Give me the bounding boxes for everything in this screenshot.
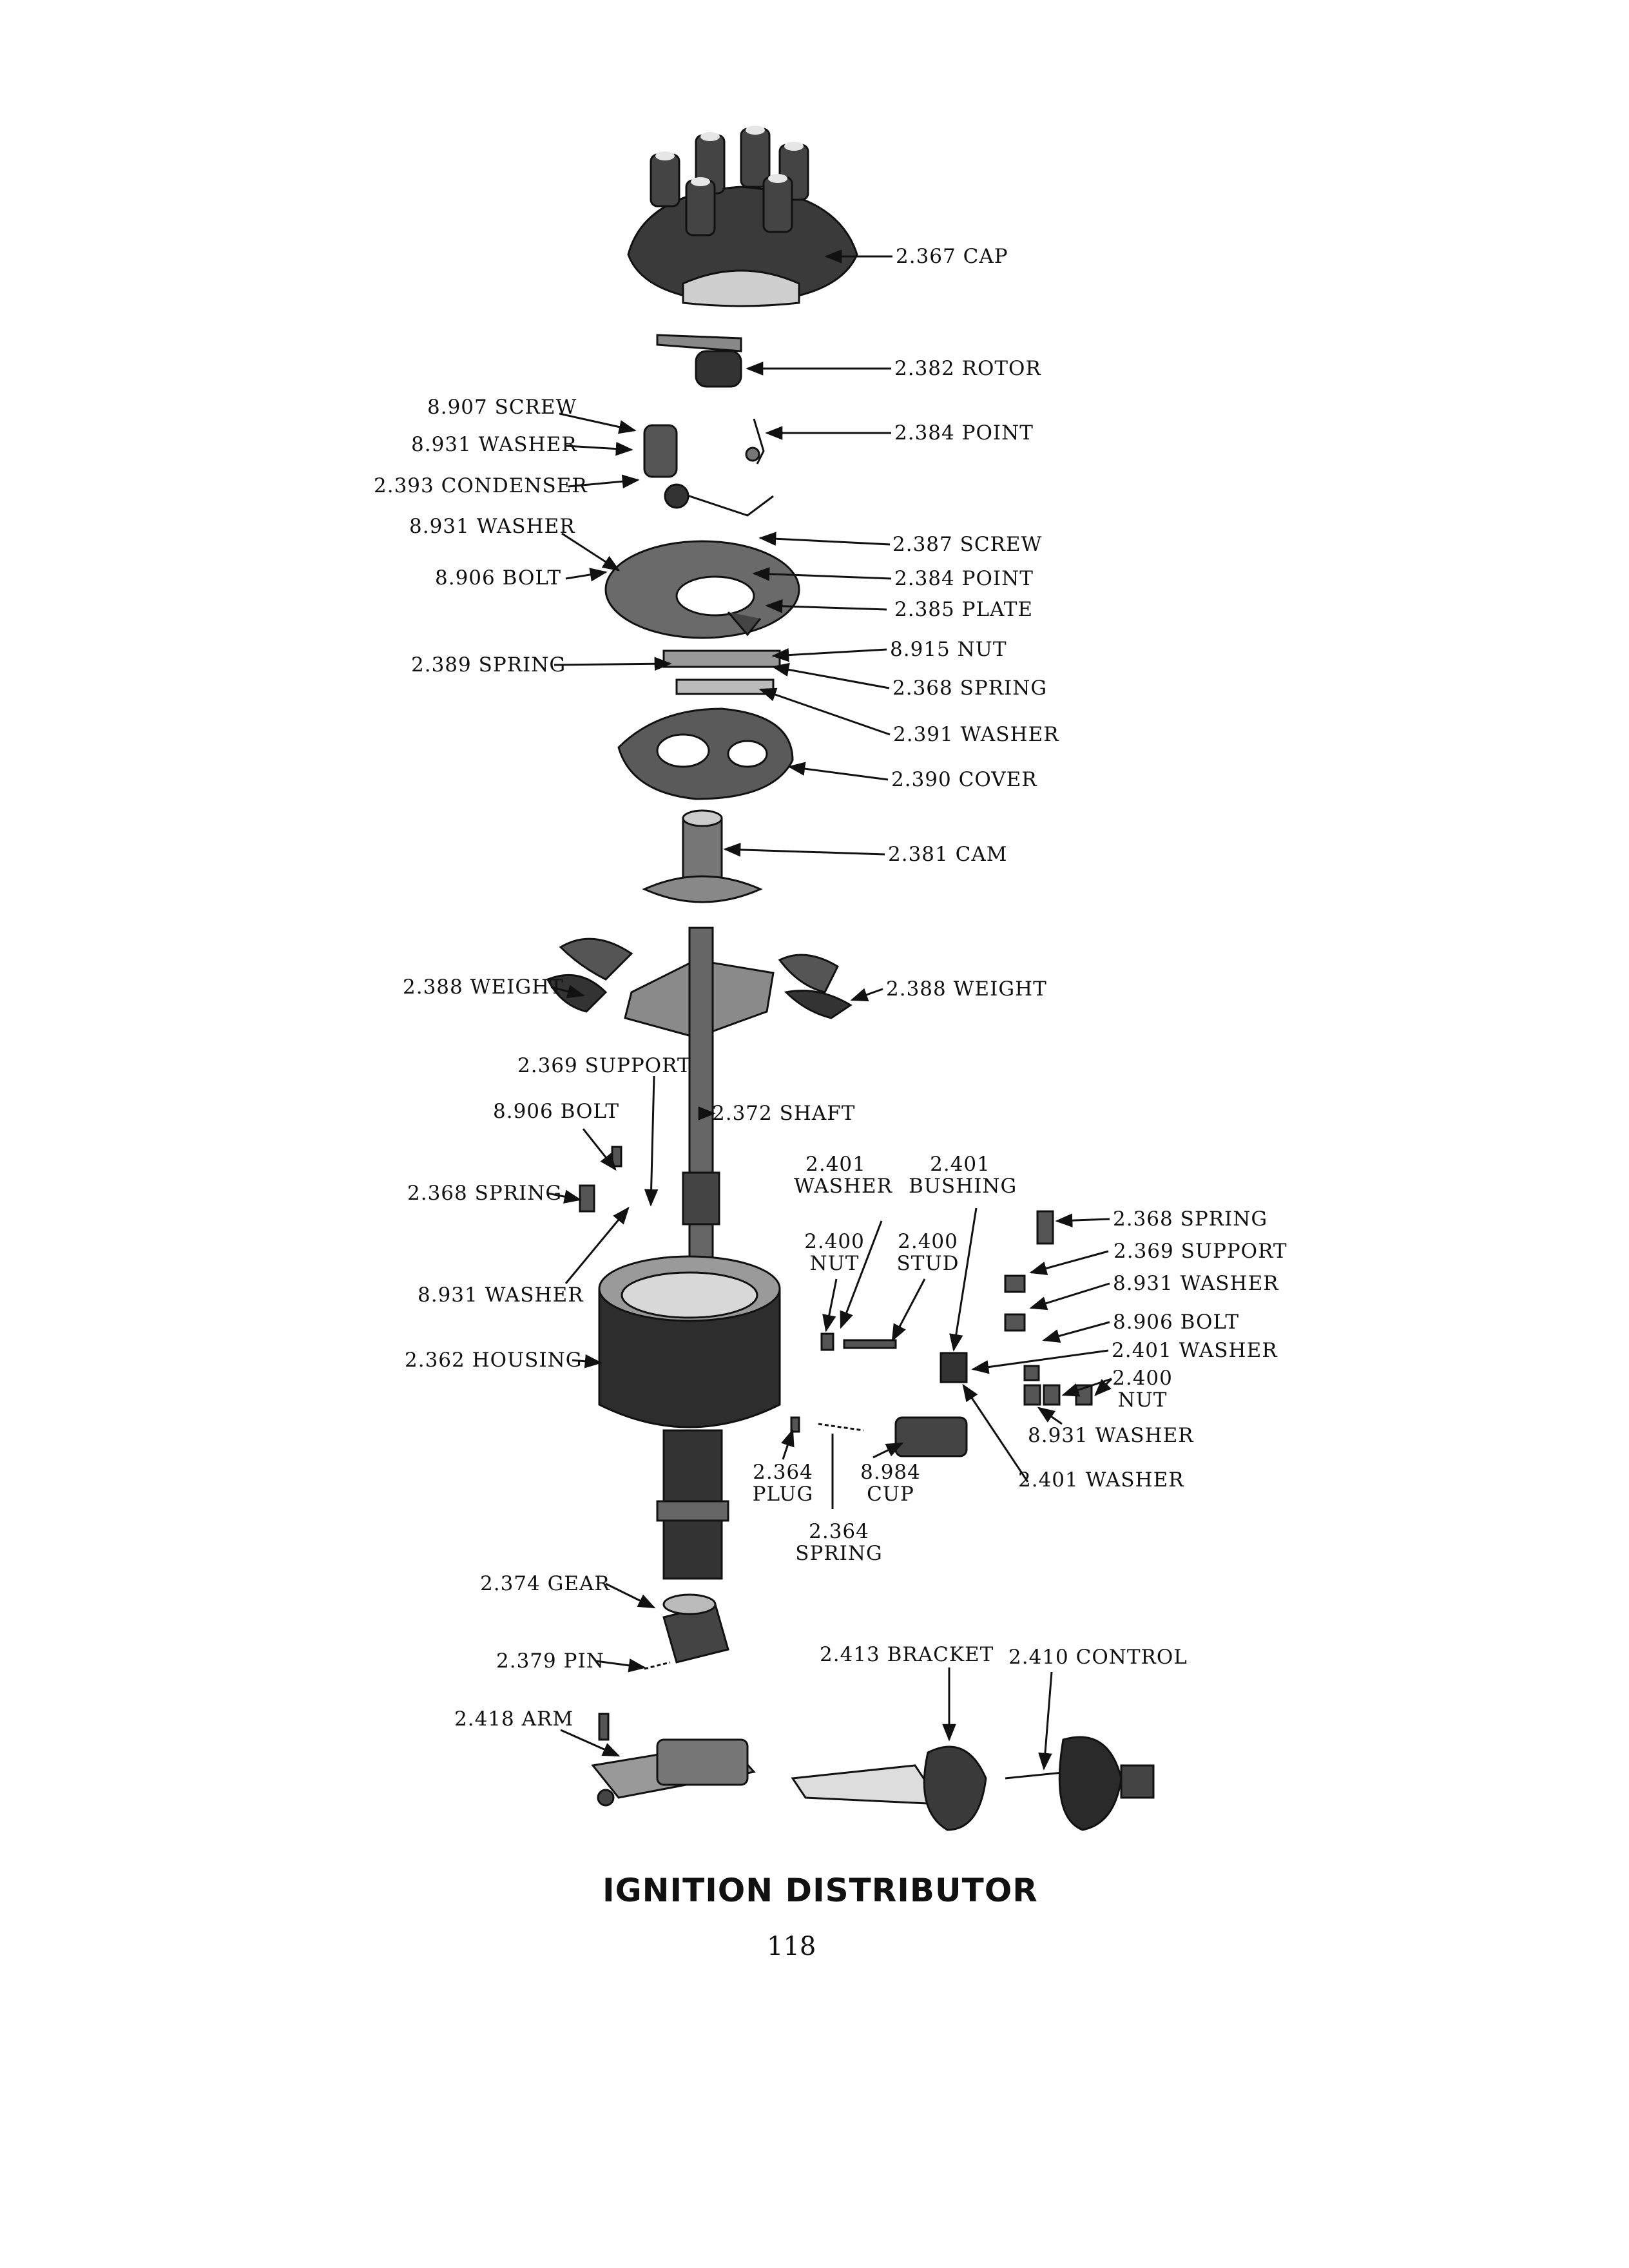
label-point-2384-b: 2.384 POINT — [894, 567, 1034, 590]
label-control-2410: 2.410 CONTROL — [1008, 1646, 1188, 1669]
label-nut-2400-b-number: 2.400 — [1112, 1367, 1173, 1390]
label-washer-2401-a: 2.401 WASHER — [794, 1153, 892, 1198]
label-bushing-2401-name: BUSHING — [909, 1175, 1017, 1198]
diagram-title: IGNITION DISTRIBUTOR — [602, 1872, 1038, 1909]
label-nut-8915: 8.915 NUT — [890, 638, 1007, 661]
label-nut-2400-a: 2.400 NUT — [799, 1231, 870, 1274]
label-screw-8907: 8.907 SCREW — [427, 396, 577, 419]
label-cup-8984-number: 8.984 — [860, 1461, 921, 1484]
label-nut-2400-a-name: NUT — [809, 1252, 860, 1275]
label-washer-8931-a: 8.931 WASHER — [411, 433, 577, 456]
label-bushing-2401-number: 2.401 — [930, 1153, 990, 1176]
cap-part — [627, 126, 858, 307]
label-spring-2368-a: 2.368 SPRING — [892, 677, 1048, 700]
label-support-2369-b: 2.369 SUPPORT — [1113, 1240, 1287, 1263]
label-nut-2400-a-number: 2.400 — [804, 1230, 865, 1253]
label-plug-2364: 2.364 PLUG — [744, 1461, 822, 1505]
label-spring-2364: 2.364 SPRING — [794, 1521, 884, 1564]
label-cup-8984: 8.984 CUP — [852, 1461, 929, 1505]
condenser-and-points-part — [643, 418, 774, 517]
label-bolt-8906-a: 8.906 BOLT — [435, 566, 562, 590]
label-cam-2381: 2.381 CAM — [888, 843, 1008, 866]
label-washer-2401-a-name: WASHER — [794, 1175, 892, 1198]
label-bushing-2401: 2.401 BUSHING — [909, 1153, 1017, 1198]
label-bolt-8906-b: 8.906 BOLT — [493, 1100, 620, 1123]
housing-part — [598, 1255, 781, 1580]
label-washer-8931-d: 8.931 WASHER — [1113, 1272, 1279, 1295]
label-rotor: 2.382 ROTOR — [894, 357, 1041, 380]
label-spring-2389: 2.389 SPRING — [411, 653, 566, 677]
label-cap: 2.367 CAP — [896, 245, 1008, 268]
label-point-2384-a: 2.384 POINT — [894, 421, 1034, 445]
label-nut-2400-b-name: NUT — [1117, 1389, 1168, 1412]
label-cup-8984-name: CUP — [867, 1483, 914, 1506]
label-cover-2390: 2.390 COVER — [891, 768, 1037, 791]
label-bracket-2413: 2.413 BRACKET — [820, 1643, 994, 1666]
label-housing-2362: 2.362 HOUSING — [405, 1349, 583, 1372]
label-washer-2401-c: 2.401 WASHER — [1018, 1468, 1184, 1492]
label-nut-2400-b: 2.400 NUT — [1107, 1367, 1178, 1411]
cover-plate-part — [617, 707, 794, 800]
label-washer-2391: 2.391 WASHER — [893, 723, 1059, 746]
label-washer-8931-e: 8.931 WASHER — [1028, 1424, 1194, 1447]
label-screw-2387: 2.387 SCREW — [892, 533, 1043, 556]
label-spring-2364-name: SPRING — [795, 1542, 883, 1565]
label-condenser: 2.393 CONDENSER — [374, 474, 588, 497]
label-arm-2418: 2.418 ARM — [454, 1707, 574, 1731]
label-stud-2400-name: STUD — [896, 1252, 959, 1275]
label-plug-2364-name: PLUG — [752, 1483, 814, 1506]
label-plate-2385: 2.385 PLATE — [894, 598, 1034, 621]
label-washer-8931-b: 8.931 WASHER — [409, 515, 575, 538]
rotor-part — [656, 334, 742, 388]
gear-part — [644, 1593, 729, 1670]
cam-part — [642, 809, 763, 903]
label-weight-right: 2.388 WEIGHT — [886, 977, 1047, 1001]
page-number: 118 — [767, 1932, 816, 1961]
label-spring-2364-number: 2.364 — [809, 1520, 869, 1543]
label-washer-2401-b: 2.401 WASHER — [1112, 1339, 1278, 1362]
label-gear-2374: 2.374 GEAR — [480, 1572, 610, 1595]
label-washer-2401-a-number: 2.401 — [805, 1153, 866, 1176]
small-hardware-parts — [579, 1146, 1093, 1457]
advance-weights-part — [546, 937, 853, 1039]
arm-bracket-control-parts — [591, 1713, 1155, 1831]
label-spring-2368-b: 2.368 SPRING — [407, 1182, 563, 1205]
label-bolt-8906-c: 8.906 BOLT — [1113, 1311, 1240, 1334]
label-washer-8931-c: 8.931 WASHER — [418, 1283, 584, 1307]
label-weight-left: 2.388 WEIGHT — [403, 975, 564, 999]
leader-lines — [547, 249, 1113, 1771]
label-stud-2400: 2.400 STUD — [889, 1231, 967, 1274]
label-shaft-2372: 2.372 SHAFT — [712, 1102, 856, 1125]
label-spring-2368-c: 2.368 SPRING — [1113, 1207, 1268, 1231]
label-plug-2364-number: 2.364 — [753, 1461, 813, 1484]
label-support-2369-a: 2.369 SUPPORT — [517, 1054, 691, 1077]
label-stud-2400-number: 2.400 — [898, 1230, 958, 1253]
label-pin-2379: 2.379 PIN — [496, 1649, 604, 1673]
breaker-plate-part — [604, 540, 800, 695]
